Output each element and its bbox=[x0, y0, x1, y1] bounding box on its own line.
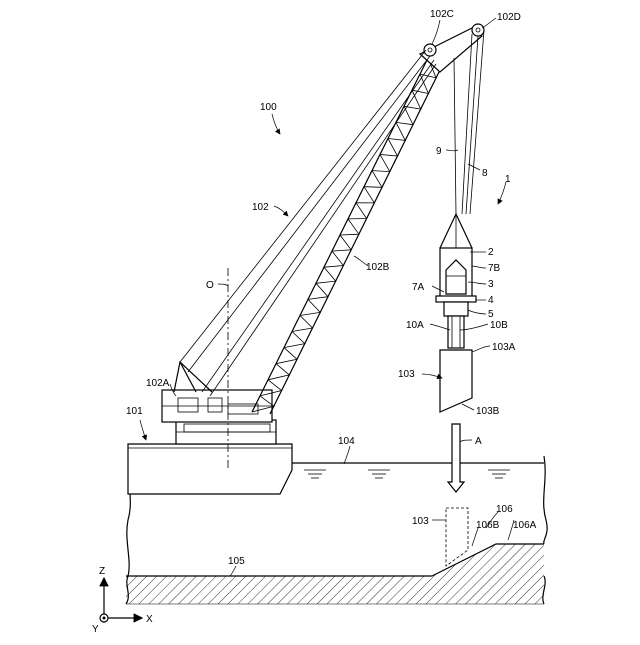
label-106B: 106B bbox=[476, 520, 500, 531]
label-5: 5 bbox=[488, 309, 494, 320]
label-O: O bbox=[206, 280, 214, 291]
drive-direction-arrow bbox=[448, 424, 464, 492]
label-10B: 10B bbox=[490, 320, 508, 331]
boom-tip bbox=[420, 24, 484, 72]
axis-label-x: X bbox=[146, 614, 153, 625]
label-106: 106 bbox=[496, 504, 513, 515]
seabed bbox=[126, 576, 544, 604]
label-10A: 10A bbox=[406, 320, 424, 331]
label-102A: 102A bbox=[146, 378, 170, 389]
label-1: 1 bbox=[505, 174, 511, 185]
crane-boom bbox=[252, 58, 440, 414]
label-103: 103 bbox=[398, 369, 415, 380]
label-7A: 7A bbox=[412, 282, 425, 293]
label-8: 8 bbox=[482, 168, 488, 179]
label-102B: 102B bbox=[366, 262, 390, 273]
crane-ropes bbox=[180, 50, 436, 396]
pile-installed-dashed bbox=[446, 508, 468, 566]
hoist-ropes bbox=[454, 30, 484, 214]
label-103-dashed: 103 bbox=[412, 516, 429, 527]
label-9: 9 bbox=[436, 146, 442, 157]
water-surface-symbols bbox=[304, 470, 510, 478]
label-105: 105 bbox=[228, 556, 245, 567]
mound bbox=[432, 544, 544, 576]
label-A: A bbox=[475, 436, 482, 447]
label-101: 101 bbox=[126, 406, 143, 417]
vibro-hammer bbox=[436, 214, 476, 348]
label-4: 4 bbox=[488, 295, 494, 306]
barge bbox=[128, 444, 292, 494]
label-102C: 102C bbox=[430, 9, 454, 20]
label-102: 102 bbox=[252, 202, 269, 213]
label-7B: 7B bbox=[488, 263, 501, 274]
axis-label-z: Z bbox=[99, 566, 105, 577]
crane-body bbox=[162, 362, 276, 444]
label-102D: 102D bbox=[497, 12, 521, 23]
reference-labels: 102C 102D 100 9 8 1 102 2 7B 102B 3 O 7A… bbox=[92, 9, 537, 635]
pile bbox=[440, 350, 472, 412]
label-104: 104 bbox=[338, 436, 355, 447]
label-2: 2 bbox=[488, 247, 494, 258]
label-3: 3 bbox=[488, 279, 494, 290]
label-103B: 103B bbox=[476, 406, 500, 417]
label-103A: 103A bbox=[492, 342, 516, 353]
axis-label-y: Y bbox=[92, 624, 99, 635]
label-106A: 106A bbox=[513, 520, 537, 531]
label-100: 100 bbox=[260, 102, 277, 113]
